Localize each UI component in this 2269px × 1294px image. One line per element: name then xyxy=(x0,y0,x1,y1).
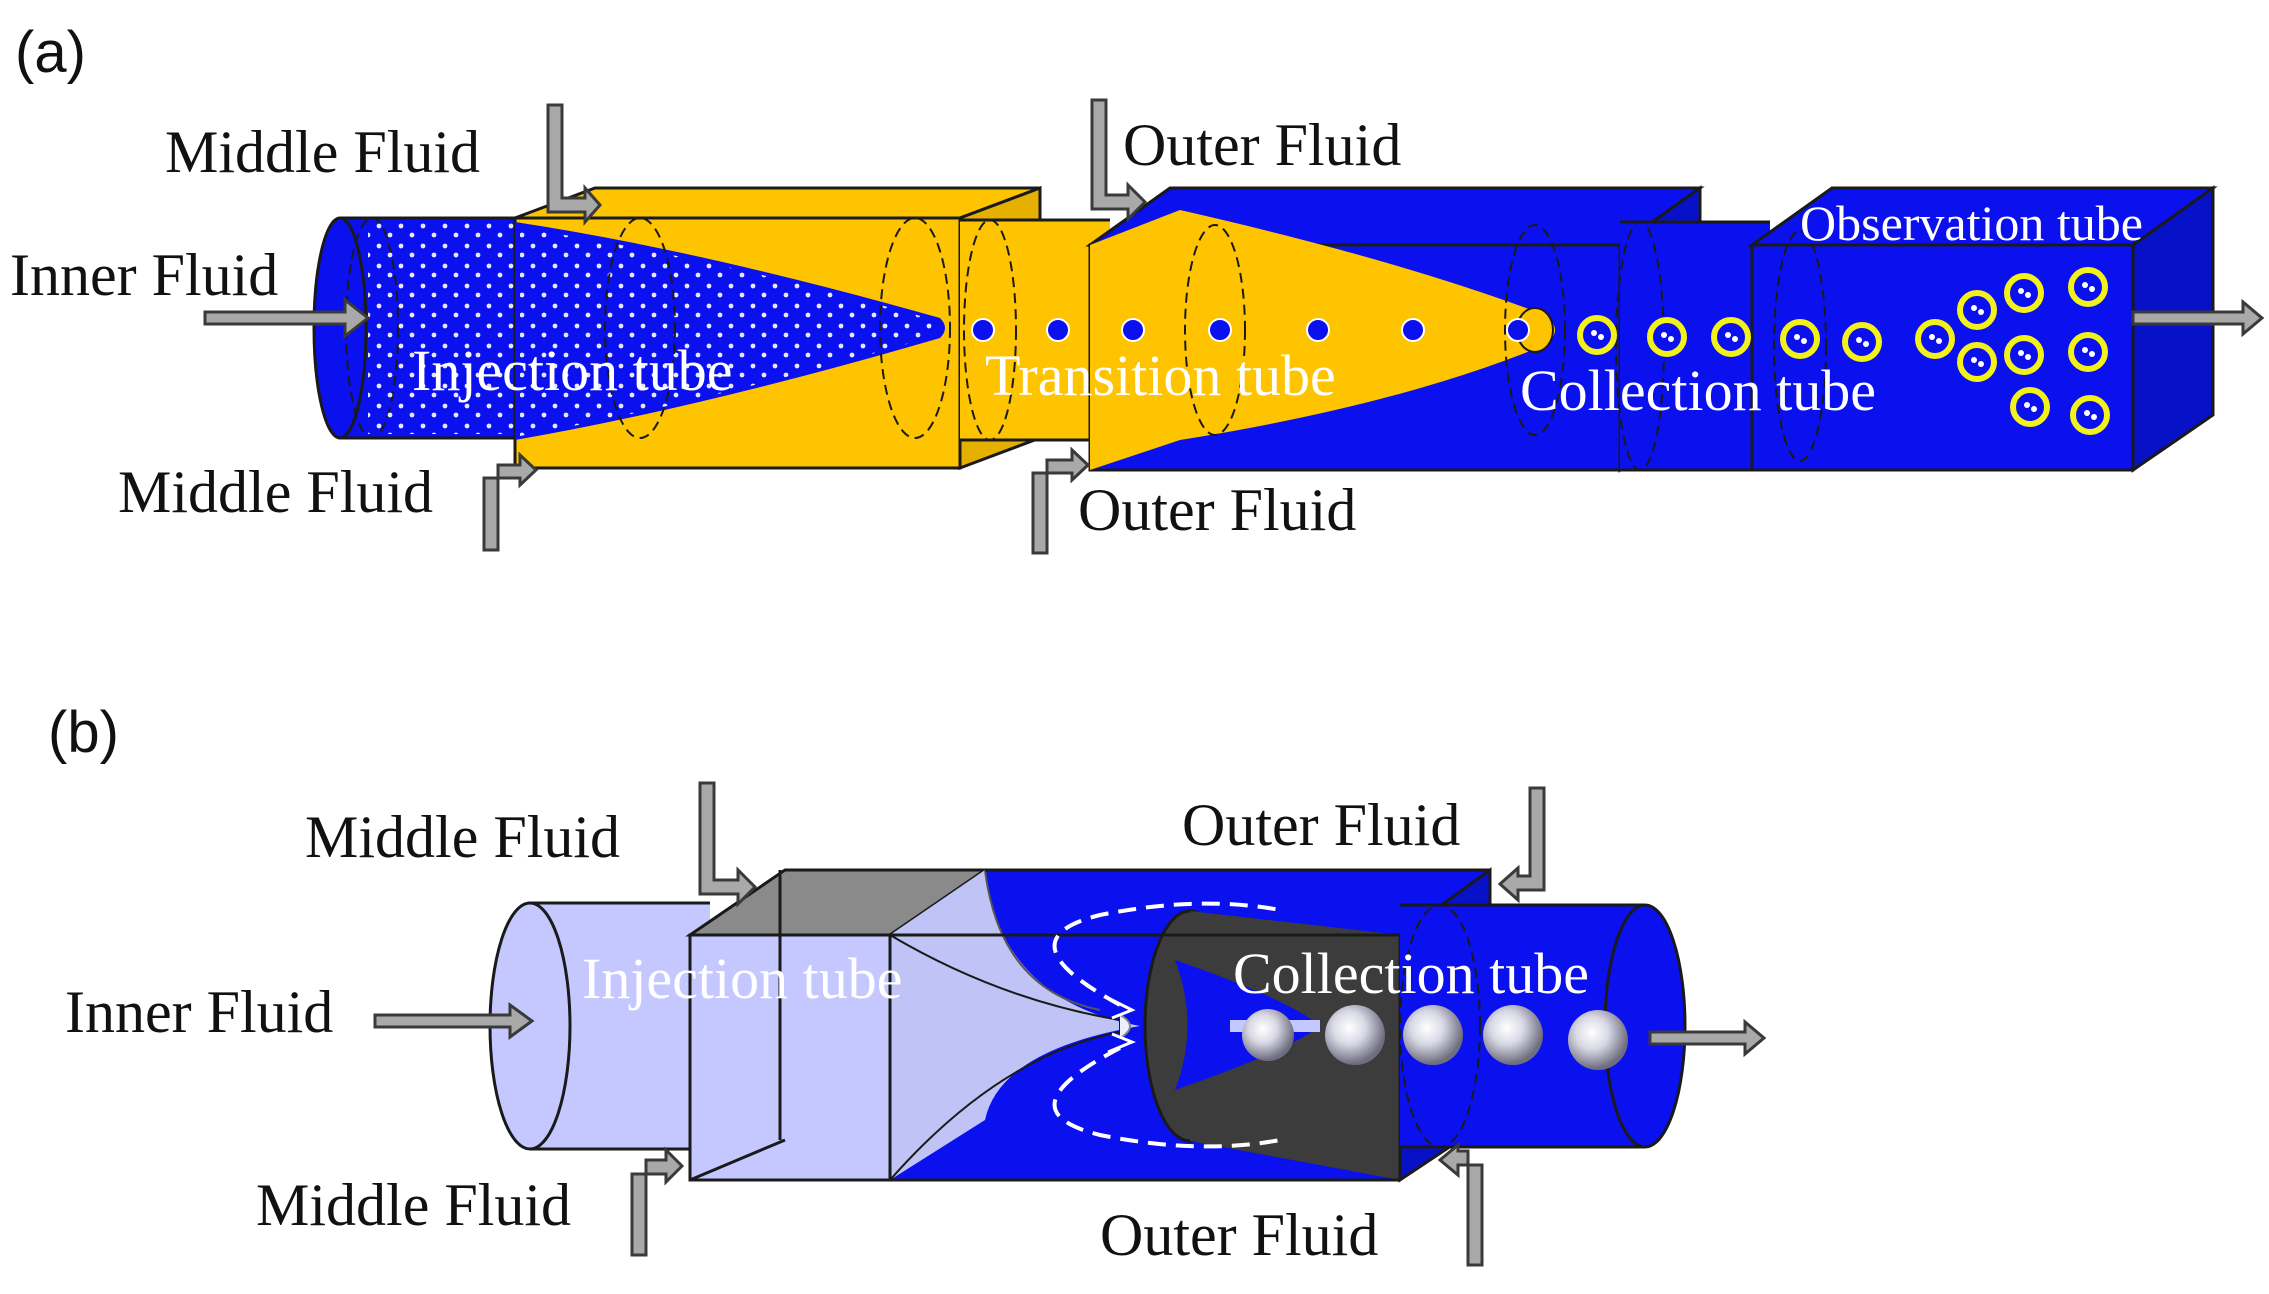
inner-fluid-arrow-b xyxy=(373,1002,535,1040)
label-inner-fluid-a: Inner Fluid xyxy=(10,242,278,308)
flow-arrowhead-top xyxy=(1107,996,1136,1020)
outlet-arrow-b xyxy=(1648,1018,1767,1058)
injection-box-b xyxy=(685,868,1140,1182)
transition-connector xyxy=(960,218,1110,442)
flow-loop-top xyxy=(1052,901,1281,1007)
panel-b: (b) xyxy=(48,700,1767,1268)
outlet-arrow-a xyxy=(2131,298,2265,338)
label-injection-tube-a: Injection tube xyxy=(412,338,733,403)
middle-fluid-bottom-arrow-b xyxy=(630,1146,685,1257)
label-middle-fluid-bottom-b: Middle Fluid xyxy=(256,1172,571,1238)
middle-fluid-top-arrow-a xyxy=(546,103,603,226)
double-emulsion-droplets-a xyxy=(1577,267,2110,435)
outer-fluid-top-arrow-a xyxy=(1090,98,1148,223)
label-transition-tube-a: Transition tube xyxy=(985,343,1336,408)
label-collection-tube-a: Collection tube xyxy=(1520,358,1876,423)
label-middle-fluid-bottom-a: Middle Fluid xyxy=(118,459,433,525)
label-outer-fluid-bottom-a: Outer Fluid xyxy=(1078,477,1356,543)
label-observation-tube-a: Observation tube xyxy=(1800,195,2143,251)
panel-a-label: (a) xyxy=(15,20,86,85)
panel-b-label: (b) xyxy=(48,700,119,765)
label-middle-fluid-top-b: Middle Fluid xyxy=(305,804,620,870)
outer-fluid-bottom-arrow-b xyxy=(1437,1141,1484,1267)
observation-box xyxy=(1747,185,2218,473)
flow-loop-bottom xyxy=(1052,1046,1281,1149)
label-outer-fluid-top-a: Outer Fluid xyxy=(1123,112,1401,178)
inner-droplets-a xyxy=(971,318,1530,342)
label-outer-fluid-top-b: Outer Fluid xyxy=(1182,792,1460,858)
arrows-a xyxy=(203,98,2265,555)
middle-fluid-top-arrow-b xyxy=(698,781,758,908)
panel-a: (a) xyxy=(10,20,2265,555)
label-outer-fluid-bottom-b: Outer Fluid xyxy=(1100,1202,1378,1268)
injection-cylinder-a xyxy=(312,216,540,440)
flow-arrowhead-bottom xyxy=(1107,1032,1136,1054)
middle-fluid-bottom-arrow-a xyxy=(482,451,539,552)
label-collection-tube-b: Collection tube xyxy=(1233,941,1589,1006)
injection-cylinder-b xyxy=(488,901,710,1151)
outer-fluid-top-arrow-b xyxy=(1497,786,1546,904)
double-emulsion-cores-a xyxy=(1591,282,2097,420)
label-inner-fluid-b: Inner Fluid xyxy=(65,979,333,1045)
inner-fluid-arrow-a xyxy=(203,296,371,340)
label-middle-fluid-top-a: Middle Fluid xyxy=(165,119,480,185)
arrows-b xyxy=(373,781,1767,1267)
yellow-box-injection xyxy=(513,185,1042,471)
double-emulsion-droplets-b xyxy=(1242,1005,1628,1070)
collection-funnel-b xyxy=(1119,909,1400,1180)
outer-fluid-bottom-arrow-a xyxy=(1031,446,1091,555)
label-injection-tube-b: Injection tube xyxy=(582,946,903,1011)
